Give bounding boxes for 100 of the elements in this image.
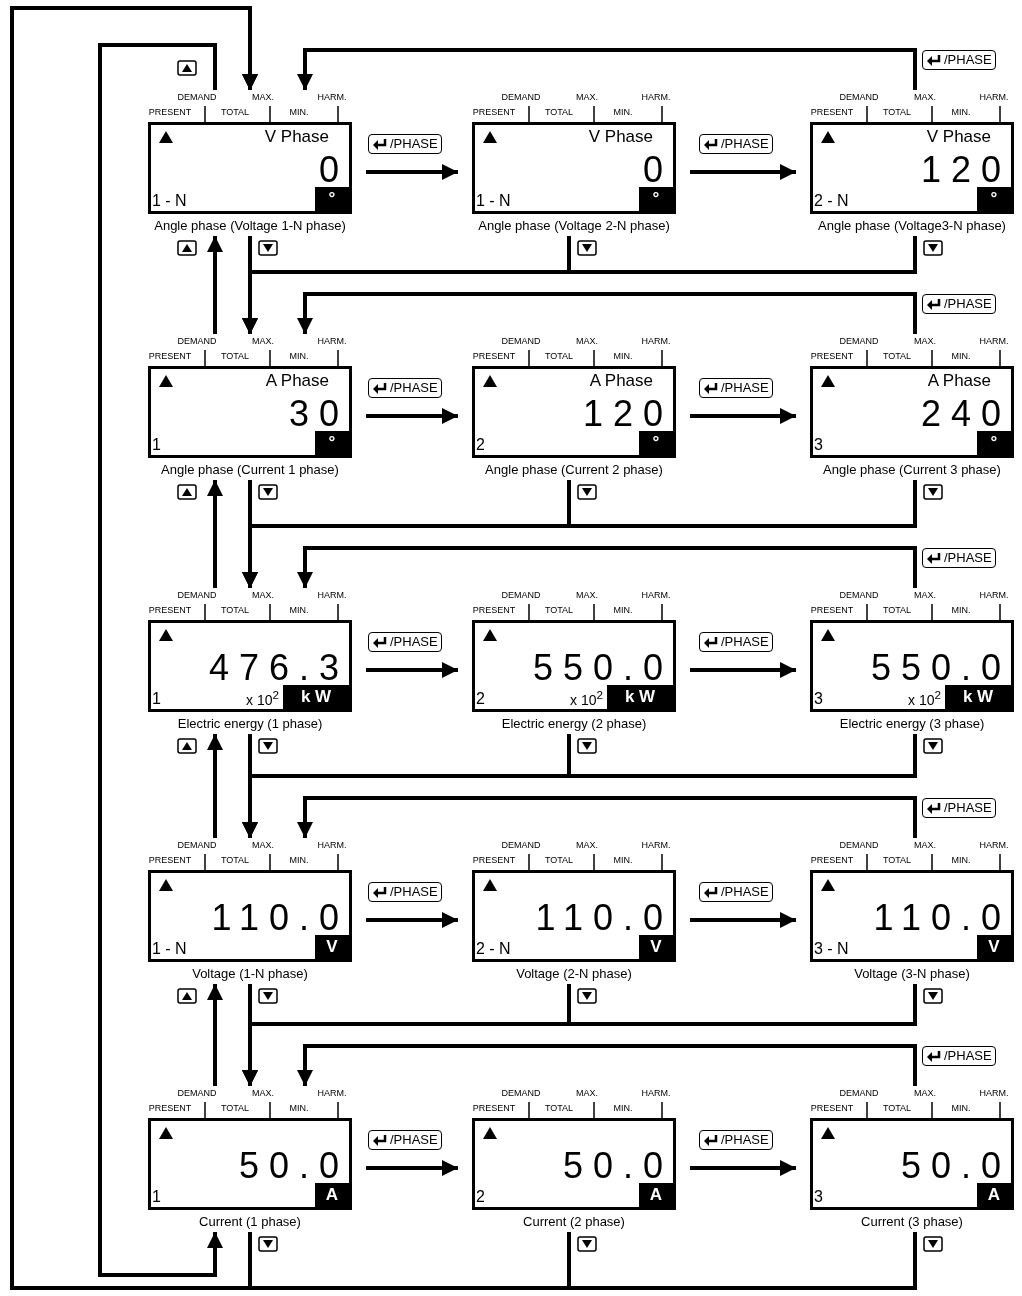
- edge-label: /PHASE: [721, 1132, 769, 1148]
- indicator-label: DEMAND: [839, 590, 879, 601]
- indicator-label: TOTAL: [220, 855, 250, 866]
- indicator-label: MAX.: [576, 840, 598, 851]
- indicator-label: DEMAND: [839, 1088, 879, 1099]
- indicator-label: MAX.: [252, 336, 274, 347]
- edge-label: /PHASE: [390, 136, 438, 152]
- edge-label: /PHASE: [944, 1048, 992, 1064]
- indicator-label: PRESENT: [472, 351, 516, 362]
- indicator-label: HARM.: [979, 840, 1009, 851]
- display-label: V Phase: [264, 127, 329, 147]
- channel-label: 2: [476, 435, 485, 455]
- channel-label: 3: [814, 1187, 823, 1207]
- display-value: 0: [642, 151, 673, 189]
- edge-label: /PHASE: [721, 380, 769, 396]
- unit-label: k W: [607, 685, 673, 709]
- node-label: Current (2 phase): [522, 1214, 626, 1230]
- indicator-label: PRESENT: [472, 605, 516, 616]
- channel-label: 3: [814, 689, 823, 709]
- display-value: 110.0: [535, 899, 673, 937]
- arrow: [242, 984, 917, 1086]
- indicator-label: MIN.: [289, 605, 309, 616]
- indicator-label: DEMAND: [501, 1088, 541, 1099]
- display-value: 120: [920, 151, 1011, 189]
- indicator-label: DEMAND: [177, 840, 217, 851]
- channel-label: 1 - N: [152, 939, 187, 959]
- indicator-label: MIN.: [289, 1103, 309, 1114]
- arrow: [690, 662, 796, 678]
- indicator-label: PRESENT: [148, 1103, 192, 1114]
- indicator-label: TOTAL: [882, 107, 912, 118]
- indicator-label: TOTAL: [882, 1103, 912, 1114]
- indicator-label: MAX.: [914, 840, 936, 851]
- indicator-label: MAX.: [576, 1088, 598, 1099]
- display-value: 476.3: [208, 649, 349, 687]
- indicator-label: HARM.: [979, 92, 1009, 103]
- arrow: [297, 48, 917, 90]
- edge-label: /PHASE: [944, 52, 992, 68]
- unit-label: A: [977, 1183, 1011, 1207]
- arrow: [690, 408, 796, 424]
- indicator-label: PRESENT: [148, 855, 192, 866]
- display-value: 550.0: [870, 649, 1011, 687]
- arrow: [366, 164, 458, 180]
- display-value: 0: [318, 151, 349, 189]
- arrow: [297, 546, 917, 588]
- indicator-label: PRESENT: [148, 351, 192, 362]
- arrow: [297, 796, 917, 838]
- node-label: Angle phase (Current 2 phase): [484, 462, 664, 478]
- arrow: [366, 1160, 458, 1176]
- display-value: 110.0: [211, 899, 349, 937]
- indicator-label: MAX.: [576, 92, 598, 103]
- unit-label: °: [315, 187, 349, 211]
- indicator-label: TOTAL: [544, 605, 574, 616]
- channel-label: 2: [476, 689, 485, 709]
- unit-label: A: [639, 1183, 673, 1207]
- unit-label: °: [977, 431, 1011, 455]
- indicator-label: DEMAND: [501, 336, 541, 347]
- indicator-label: MAX.: [576, 336, 598, 347]
- node-label: Angle phase (Voltage3-N phase): [817, 218, 1007, 234]
- edge-label: /PHASE: [390, 634, 438, 650]
- indicator-label: MIN.: [951, 1103, 971, 1114]
- arrow: [207, 984, 223, 1086]
- indicator-label: DEMAND: [501, 590, 541, 601]
- display-value: 550.0: [532, 649, 673, 687]
- indicator-label: MIN.: [951, 107, 971, 118]
- unit-label: V: [977, 935, 1011, 959]
- indicator-label: PRESENT: [472, 855, 516, 866]
- indicator-label: MIN.: [613, 351, 633, 362]
- display-value: 30: [288, 395, 349, 433]
- indicator-label: MAX.: [576, 590, 598, 601]
- channel-label: 1: [152, 689, 161, 709]
- display-value: 50.0: [900, 1147, 1011, 1185]
- unit-label: k W: [283, 685, 349, 709]
- arrow: [366, 408, 458, 424]
- edge-label: /PHASE: [390, 884, 438, 900]
- node-label: Angle phase (Current 1 phase): [160, 462, 340, 478]
- multiplier-label: x 10$^{2}$: [908, 687, 941, 709]
- multiplier-label: x 10$^{2}$: [246, 687, 279, 709]
- node-label: Angle phase (Voltage 1-N phase): [153, 218, 347, 234]
- indicator-label: TOTAL: [220, 351, 250, 362]
- arrow: [242, 480, 917, 588]
- indicator-label: HARM.: [317, 1088, 347, 1099]
- indicator-label: MAX.: [252, 1088, 274, 1099]
- unit-label: °: [315, 431, 349, 455]
- unit-label: V: [315, 935, 349, 959]
- indicator-label: DEMAND: [177, 1088, 217, 1099]
- indicator-label: MAX.: [252, 92, 274, 103]
- indicator-label: TOTAL: [220, 107, 250, 118]
- indicator-label: TOTAL: [882, 605, 912, 616]
- channel-label: 1 - N: [152, 191, 187, 211]
- arrow: [366, 662, 458, 678]
- arrow: [10, 6, 917, 1290]
- display-label: V Phase: [588, 127, 653, 147]
- arrow: [690, 1160, 796, 1176]
- indicator-label: DEMAND: [177, 92, 217, 103]
- channel-label: 1 - N: [476, 191, 511, 211]
- node-label: Electric energy (3 phase): [838, 716, 986, 732]
- unit-label: V: [639, 935, 673, 959]
- indicator-label: TOTAL: [882, 351, 912, 362]
- display-value: 240: [920, 395, 1011, 433]
- indicator-label: HARM.: [979, 336, 1009, 347]
